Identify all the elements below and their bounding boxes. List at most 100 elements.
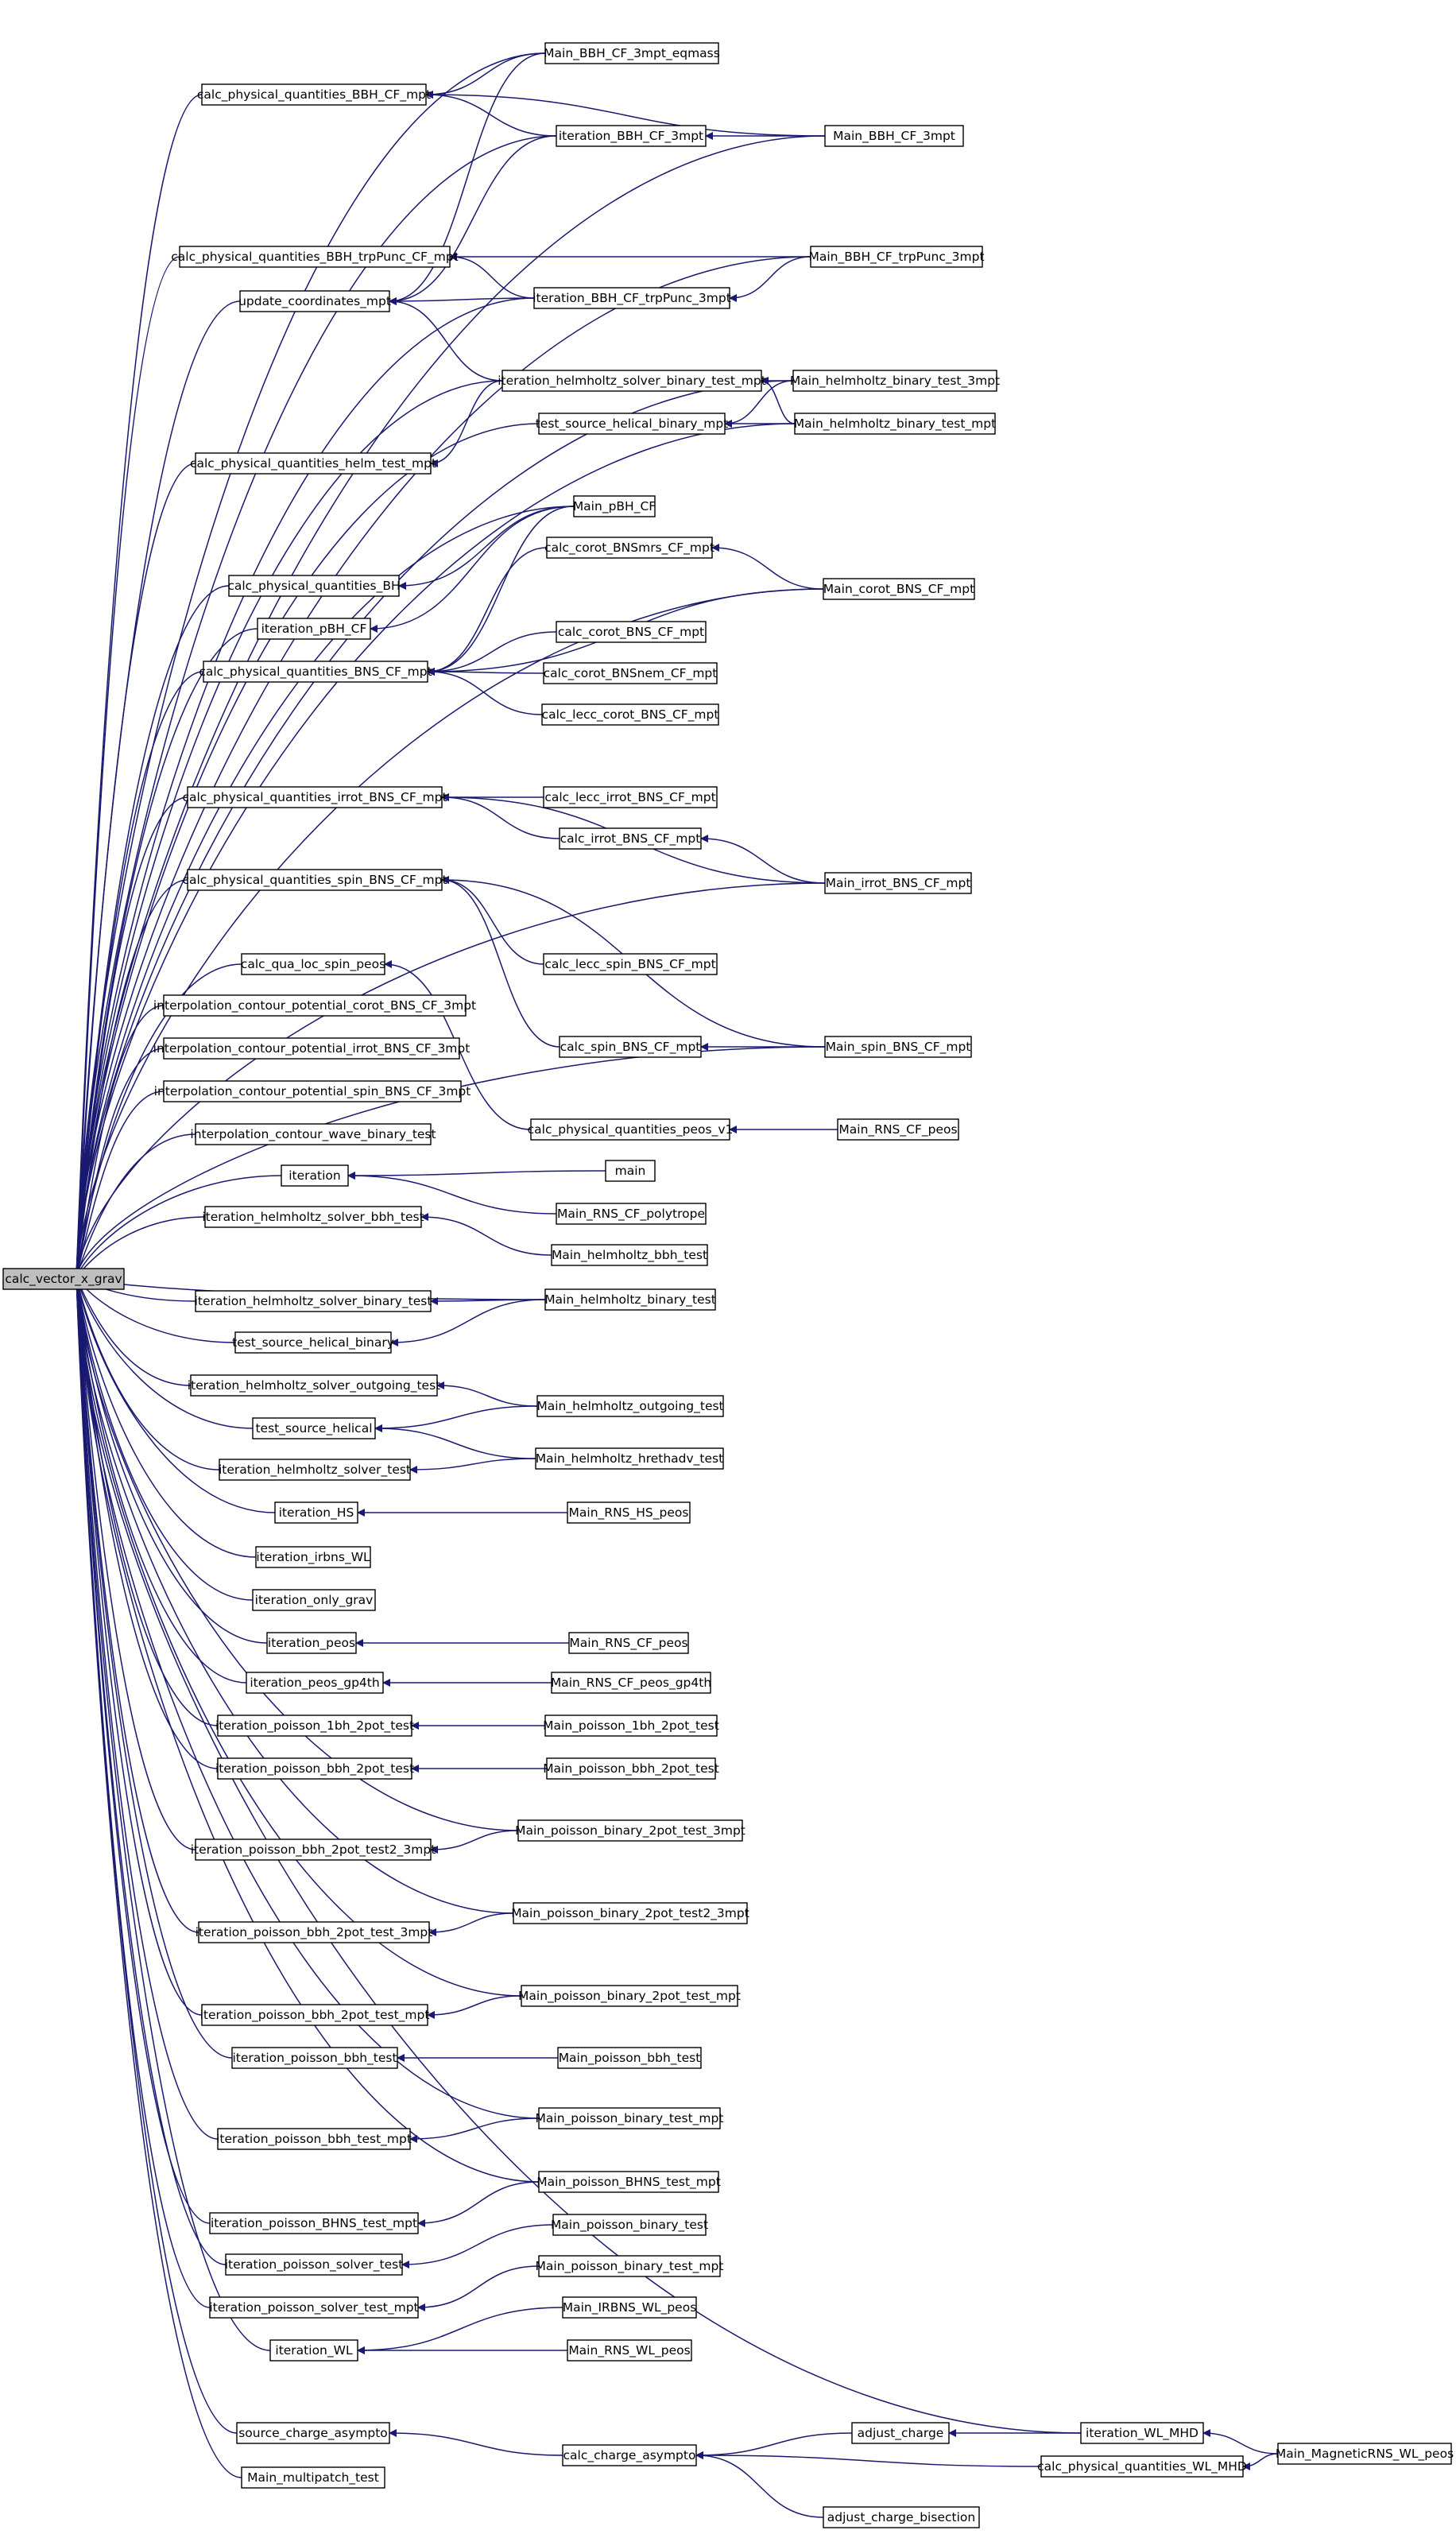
node-main-rns-cf-peos[interactable]: Main_RNS_CF_peos — [837, 1118, 959, 1141]
node-main-poisson-binary-test[interactable]: Main_poisson_binary_test — [551, 2214, 708, 2236]
node-main-rns-cf-polytrope[interactable]: Main_RNS_CF_polytrope — [556, 1203, 707, 1225]
node-iteration-poisson-bbh-2pot-test-mpt[interactable]: iteration_poisson_bbh_2pot_test_mpt — [200, 2004, 430, 2026]
node-box — [501, 370, 762, 392]
node-test-source-helical-binary-mpt[interactable]: test_source_helical_binary_mpt — [536, 413, 729, 435]
node-main-helmholtz-bbh-test[interactable]: Main_helmholtz_bbh_test — [551, 1244, 708, 1266]
edge-interpolation-contour-potential-corot-bns-cf-3mpt-to-calc-vector-x-grav — [73, 1005, 165, 1278]
node-source-charge-asympto[interactable]: source_charge_asympto — [236, 2422, 390, 2444]
node-iteration-helmholtz-solver-test[interactable]: iteration_helmholtz_solver_test — [219, 1459, 411, 1481]
node-iteration-pbh-cf[interactable]: iteration_pBH_CF — [257, 618, 371, 640]
node-iteration-only-grav[interactable]: iteration_only_grav — [252, 1589, 376, 1611]
node-calc-corot-bnsmrs-cf-mpt[interactable]: calc_corot_BNSmrs_CF_mpt — [544, 537, 714, 559]
node-iteration-poisson-solver-test[interactable]: iteration_poisson_solver_test — [225, 2253, 404, 2276]
node-label: calc_physical_quantities_spin_BNS_CF_mpt — [182, 873, 447, 888]
node-iteration-hs[interactable]: iteration_HS — [274, 1501, 358, 1524]
node-main-helmholtz-outgoing-test[interactable]: Main_helmholtz_outgoing_test — [536, 1395, 724, 1417]
node-calc-lecc-corot-bns-cf-mpt[interactable]: calc_lecc_corot_BNS_CF_mpt — [541, 703, 719, 726]
node-main-rns-wl-peos[interactable]: Main_RNS_WL_peos — [567, 2339, 692, 2362]
node-main-poisson-binary-2pot-test2-3mpt[interactable]: Main_poisson_binary_2pot_test2_3mpt — [511, 1902, 749, 1924]
node-iteration-peos-gp4th[interactable]: iteration_peos_gp4th — [246, 1672, 384, 1694]
node-iteration-helmholtz-solver-outgoing-test[interactable]: iteration_helmholtz_solver_outgoing_test — [188, 1374, 440, 1397]
node-calc-physical-quantities-bns-cf-mpt[interactable]: calc_physical_quantities_BNS_CF_mpt — [199, 661, 432, 683]
node-calc-spin-bns-cf-mpt[interactable]: calc_spin_BNS_CF_mpt — [559, 1036, 702, 1058]
node-calc-qua-loc-spin-peos[interactable]: calc_qua_loc_spin_peos — [241, 953, 385, 975]
node-calc-lecc-irrot-bns-cf-mpt[interactable]: calc_lecc_irrot_BNS_CF_mpt — [543, 786, 718, 808]
node-calc-lecc-spin-bns-cf-mpt[interactable]: calc_lecc_spin_BNS_CF_mpt — [543, 953, 718, 975]
node-main-spin-bns-cf-mpt[interactable]: Main_spin_BNS_CF_mpt — [824, 1036, 972, 1058]
node-main-poisson-1bh-2pot-test[interactable]: Main_poisson_1bh_2pot_test — [543, 1715, 719, 1737]
node-iteration[interactable]: iteration — [281, 1164, 349, 1187]
node-label: iteration_poisson_bbh_2pot_test_3mpt — [196, 1925, 433, 1940]
node-main-pbh-cf[interactable]: Main_pBH_CF — [573, 495, 656, 517]
node-interpolation-contour-potential-corot-bns-cf-3mpt[interactable]: interpolation_contour_potential_corot_BN… — [153, 994, 476, 1017]
node-test-source-helical[interactable]: test_source_helical — [252, 1417, 376, 1439]
node-main-poisson-bbh-2pot-test[interactable]: Main_poisson_bbh_2pot_test — [543, 1757, 719, 1780]
node-label: Main_helmholtz_hrethadv_test — [536, 1451, 723, 1467]
node-main-magneticrns-wl-peos[interactable]: Main_MagneticRNS_WL_peos — [1276, 2443, 1454, 2465]
node-calc-irrot-bns-cf-mpt[interactable]: calc_irrot_BNS_CF_mpt — [559, 827, 702, 850]
node-box — [201, 2004, 428, 2026]
node-calc-physical-quantities-helm-test-mpt[interactable]: calc_physical_quantities_helm_test_mpt — [190, 452, 436, 475]
node-update-coordinates-mpt[interactable]: update_coordinates_mpt — [238, 290, 391, 312]
node-iteration-poisson-bbh-2pot-test[interactable]: iteration_poisson_bbh_2pot_test — [215, 1757, 414, 1780]
edge-iteration-bbh-cf-trppunc-3mpt-to-update-coordinates-mpt — [389, 296, 535, 305]
node-calc-physical-quantities-bbh-trppunc-cf-mpt[interactable]: calc_physical_quantities_BBH_trpPunc_CF_… — [171, 246, 459, 268]
node-iteration-wl-mhd[interactable]: iteration_WL_MHD — [1080, 2422, 1204, 2444]
node-label: interpolation_contour_potential_corot_BN… — [153, 998, 476, 1013]
node-interpolation-contour-potential-spin-bns-cf-3mpt[interactable]: interpolation_contour_potential_spin_BNS… — [154, 1080, 471, 1102]
node-main-poisson-bbh-test[interactable]: Main_poisson_bbh_test — [557, 2047, 702, 2069]
node-iteration-poisson-solver-test-mpt[interactable]: iteration_poisson_solver_test_mpt — [209, 2296, 419, 2319]
node-main-helmholtz-hrethadv-test[interactable]: Main_helmholtz_hrethadv_test — [535, 1447, 724, 1470]
edge-main-poisson-binary-2pot-test2-3mpt-to-iteration-poisson-bbh-2pot-test-3mpt — [428, 1912, 514, 1936]
node-main-poisson-binary-2pot-test-mpt[interactable]: Main_poisson_binary_2pot_test_mpt — [518, 1985, 741, 2007]
node-iteration-bbh-cf-3mpt[interactable]: iteration_BBH_CF_3mpt — [556, 125, 707, 147]
node-iteration-poisson-bbh-2pot-test2-3mpt[interactable]: iteration_poisson_bbh_2pot_test2_3mpt — [191, 1839, 436, 1861]
node-adjust-charge-bisection[interactable]: adjust_charge_bisection — [823, 2506, 980, 2528]
node-calc-physical-quantities-irrot-bns-cf-mpt[interactable]: calc_physical_quantities_irrot_BNS_CF_mp… — [182, 786, 447, 808]
node-main-irrot-bns-cf-mpt[interactable]: Main_irrot_BNS_CF_mpt — [824, 872, 972, 894]
node-main-bbh-cf-3mpt[interactable]: Main_BBH_CF_3mpt — [824, 125, 964, 147]
node-main-helmholtz-binary-test-mpt[interactable]: Main_helmholtz_binary_test_mpt — [794, 413, 996, 435]
node-main-helmholtz-binary-test[interactable]: Main_helmholtz_binary_test — [544, 1288, 716, 1311]
node-iteration-poisson-bbh-2pot-test-3mpt[interactable]: iteration_poisson_bbh_2pot_test_3mpt — [196, 1921, 433, 1943]
node-iteration-irbns-wl[interactable]: iteration_irbns_WL — [255, 1546, 371, 1568]
node-calc-physical-quantities-bbh-cf-mpt[interactable]: calc_physical_quantities_BBH_CF_mpt — [197, 83, 431, 106]
node-calc-vector-x-grav[interactable]: calc_vector_x_grav — [2, 1268, 125, 1290]
node-main-poisson-bhns-test-mpt[interactable]: Main_poisson_BHNS_test_mpt — [536, 2171, 721, 2193]
node-calc-physical-quantities-bh[interactable]: calc_physical_quantities_BH — [227, 575, 401, 597]
node-main-poisson-binary-test-mpt[interactable]: Main_poisson_binary_test_mpt — [536, 2107, 724, 2129]
node-test-source-helical-binary[interactable]: test_source_helical_binary — [232, 1331, 394, 1354]
node-calc-physical-quantities-peos-v1[interactable]: calc_physical_quantities_peos_v1 — [528, 1118, 734, 1141]
node-iteration-wl[interactable]: iteration_WL — [269, 2339, 358, 2362]
node-iteration-helmholtz-solver-binary-test[interactable]: iteration_helmholtz_solver_binary_test — [195, 1290, 432, 1312]
node-calc-charge-asympto[interactable]: calc_charge_asympto — [562, 2444, 697, 2466]
node-iteration-poisson-bbh-test[interactable]: iteration_poisson_bbh_test — [231, 2047, 398, 2069]
node-main-poisson-binary-2pot-test-3mpt[interactable]: Main_poisson_binary_2pot_test_3mpt — [515, 1819, 745, 1842]
node-main-multipatch-test[interactable]: Main_multipatch_test — [241, 2466, 385, 2489]
node-main-corot-bns-cf-mpt[interactable]: Main_corot_BNS_CF_mpt — [823, 578, 975, 600]
node-iteration-helmholtz-solver-bbh-test[interactable]: iteration_helmholtz_solver_bbh_test — [202, 1206, 424, 1228]
node-calc-corot-bnsnem-cf-mpt[interactable]: calc_corot_BNSnem_CF_mpt — [543, 662, 718, 684]
node-iteration-helmholtz-solver-binary-test-mpt[interactable]: iteration_helmholtz_solver_binary_test_m… — [498, 370, 766, 392]
node-iteration-poisson-bbh-test-mpt[interactable]: iteration_poisson_bbh_test_mpt — [216, 2128, 412, 2150]
node-main-rns-cf-peos-2[interactable]: Main_RNS_CF_peos — [568, 1632, 689, 1654]
node-calc-physical-quantities-wl-mhd[interactable]: calc_physical_quantities_WL_MHD — [1037, 2455, 1247, 2478]
node-iteration-poisson-1bh-2pot-test[interactable]: iteration_poisson_1bh_2pot_test — [215, 1715, 414, 1737]
node-interpolation-contour-potential-irrot-bns-cf-3mpt[interactable]: interpolation_contour_potential_irrot_BN… — [153, 1037, 470, 1060]
node-interpolation-contour-wave-binary-test[interactable]: interpolation_contour_wave_binary_test — [190, 1123, 436, 1145]
node-main-poisson-binary-test-mpt-2[interactable]: Main_poisson_binary_test_mpt — [536, 2255, 724, 2277]
node-main-bbh-cf-trppunc-3mpt[interactable]: Main_BBH_CF_trpPunc_3mpt — [808, 246, 985, 268]
node-adjust-charge[interactable]: adjust_charge — [851, 2422, 950, 2444]
node-calc-corot-bns-cf-mpt[interactable]: calc_corot_BNS_CF_mpt — [556, 621, 707, 643]
node-main-helmholtz-binary-test-3mpt[interactable]: Main_helmholtz_binary_test_3mpt — [790, 370, 1000, 392]
node-main-irbns-wl-peos[interactable]: Main_IRBNS_WL_peos — [562, 2296, 697, 2319]
node-iteration-poisson-bhns-test-mpt[interactable]: iteration_poisson_BHNS_test_mpt — [209, 2212, 419, 2234]
node-iteration-peos[interactable]: iteration_peos — [266, 1632, 357, 1654]
node-main-bbh-cf-3mpt-eqmass[interactable]: Main_BBH_CF_3mpt_eqmass — [544, 42, 720, 64]
node-iteration-bbh-cf-trppunc-3mpt[interactable]: iteration_BBH_CF_trpPunc_3mpt — [532, 287, 731, 309]
node-main[interactable]: main — [605, 1160, 656, 1182]
edge-iteration-poisson-bbh-2pot-test2-3mpt-to-calc-vector-x-grav — [72, 1277, 196, 1850]
node-main-rns-cf-peos-gp4th[interactable]: Main_RNS_CF_peos_gp4th — [551, 1672, 711, 1694]
node-main-rns-hs-peos[interactable]: Main_RNS_HS_peos — [567, 1501, 691, 1524]
node-calc-physical-quantities-spin-bns-cf-mpt[interactable]: calc_physical_quantities_spin_BNS_CF_mpt — [182, 869, 447, 891]
